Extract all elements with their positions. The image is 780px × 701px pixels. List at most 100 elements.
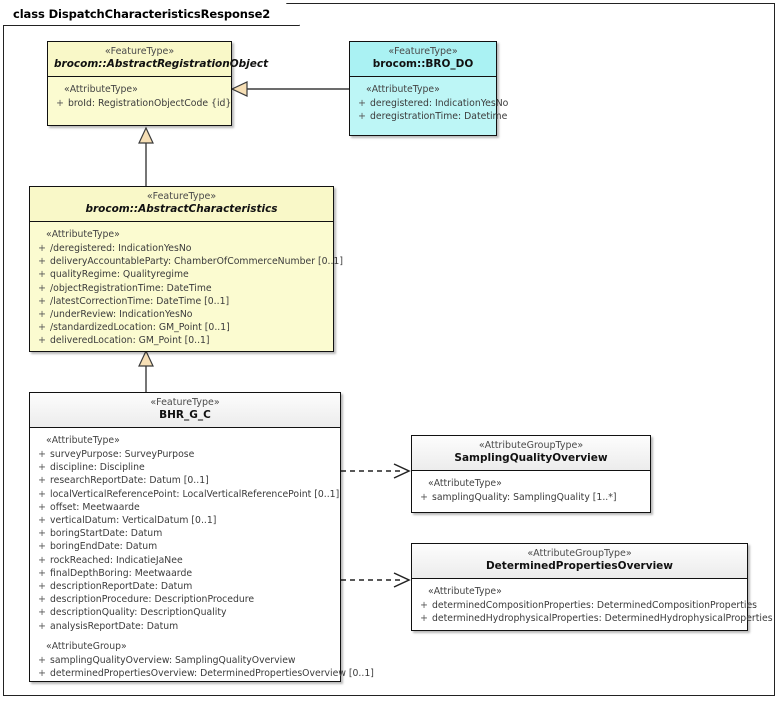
attribute-text: deliveredLocation: GM_Point [0..1] (50, 335, 210, 347)
attribute-row: +/latestCorrectionTime: DateTime [0..1] (34, 295, 329, 308)
class-header: «FeatureType» brocom::AbstractRegistrati… (48, 42, 268, 77)
attribute-row: +boringEndDate: Datum (34, 540, 336, 553)
attribute-text: boringEndDate: Datum (50, 541, 158, 553)
attribute-text: /objectRegistrationTime: DateTime (50, 282, 212, 294)
attribute-text: finalDepthBoring: Meetwaarde (50, 567, 193, 579)
attribute-row: +/standardizedLocation: GM_Point [0..1] (34, 321, 329, 334)
class-header: «FeatureType» brocom::AbstractCharacteri… (30, 187, 333, 222)
attribute-row: +offset: Meetwaarde (34, 501, 336, 514)
attribute-row: + boringStartDate: Datum (34, 527, 336, 540)
class-stereotype: «FeatureType» (150, 397, 220, 408)
attribute-text: qualityRegime: Qualityregime (50, 269, 189, 281)
attribute-text: /latestCorrectionTime: DateTime [0..1] (50, 295, 230, 307)
attribute-row: + deregistered: IndicationYesNo (354, 97, 508, 110)
class-namespace: brocom:: (54, 57, 107, 70)
attribute-visibility: + (38, 243, 46, 254)
attribute-visibility: + (38, 256, 46, 268)
attribute-visibility: + (38, 462, 46, 474)
attribute-visibility: + (38, 654, 46, 666)
attribute-visibility: + (358, 98, 366, 109)
class-stereotype: «FeatureType» (388, 46, 458, 57)
attribute-visibility: + (420, 492, 428, 503)
attribute-row: + /objectRegistrationTime: DateTime (34, 282, 329, 295)
attribute-row: + descriptionQuality: DescriptionQuality (34, 606, 336, 619)
attribute-text: boringStartDate: Datum (50, 528, 163, 540)
attribute-visibility: + (38, 282, 46, 294)
attribute-row: + /underReview: IndicationYesNo (34, 308, 329, 321)
class-namespace: brocom:: (372, 57, 426, 70)
attribute-row: +finalDepthBoring: Meetwaarde (34, 567, 336, 580)
attribute-group-label: «AttributeType» (46, 435, 120, 446)
attribute-text: determinedHydrophysicalProperties: Deter… (432, 613, 773, 625)
attribute-text: descriptionProcedure: DescriptionProcedu… (50, 594, 255, 606)
class-box-bro-do[interactable]: «FeatureType» brocom::BRO_DO «AttributeT… (349, 41, 508, 136)
attribute-visibility: + (358, 111, 366, 123)
attribute-text: descriptionQuality: DescriptionQuality (50, 607, 227, 619)
class-name: SamplingQualityOverview (454, 451, 608, 464)
attribute-row: +discipline: Discipline (34, 461, 336, 474)
attribute-row: +/deregistered: IndicationYesNo (34, 242, 329, 255)
attribute-visibility: + (38, 594, 46, 606)
attribute-text: deregistered: IndicationYesNo (370, 98, 509, 109)
attribute-row: +rockReached: IndicatieJaNee (34, 554, 336, 567)
attribute-row: +qualityRegime: Qualityregime (34, 268, 329, 281)
class-box-abstract-characteristics[interactable]: «FeatureType» brocom::AbstractCharacteri… (29, 186, 343, 354)
attribute-text: rockReached: IndicatieJaNee (50, 554, 183, 566)
class-header: «FeatureType» brocom::BRO_DO (350, 42, 496, 77)
class-stereotype: «AttributeGroupType» (478, 440, 584, 451)
attribute-text: surveyPurpose: SurveyPurpose (50, 449, 195, 460)
attribute-visibility: + (38, 309, 46, 321)
class-stereotype: «FeatureType» (104, 46, 175, 57)
attribute-visibility: + (420, 613, 428, 625)
attribute-visibility: + (420, 600, 428, 611)
diagram-title: class DispatchCharacteristicsResponse2 (13, 7, 271, 21)
class-attribute-compartment: «AttributeType» + deregistered: Indicati… (350, 77, 508, 129)
attribute-text: /underReview: IndicationYesNo (50, 309, 193, 321)
class-box-bhr-g-c[interactable]: «FeatureType» BHR_G_C «AttributeType» +s… (29, 392, 374, 682)
attribute-text: broId: RegistrationObjectCode {id} (68, 98, 232, 109)
attribute-visibility: + (38, 501, 46, 513)
diagram-title-tab: class DispatchCharacteristicsResponse2 (3, 3, 300, 26)
class-name: DeterminedPropertiesOverview (485, 559, 674, 572)
class-attribute-compartment: «AttributeType» +/deregistered: Indicati… (30, 222, 343, 354)
attribute-row: +surveyPurpose: SurveyPurpose (34, 448, 336, 461)
class-attribute-compartment: «AttributeType» +surveyPurpose: SurveyPu… (30, 428, 374, 686)
class-header: «AttributeGroupType» SamplingQualityOver… (412, 436, 650, 471)
attribute-group-label: «AttributeType» (428, 478, 502, 489)
class-box-abstract-registration-object[interactable]: «FeatureType» brocom::AbstractRegistrati… (47, 41, 268, 126)
class-attribute-compartment: «AttributeType» + determinedCompositionPr… (412, 579, 772, 631)
class-attribute-compartment: «AttributeType» + broId: RegistrationObj… (48, 77, 231, 116)
attribute-text: determinedCompositionProperties: Determi… (432, 600, 758, 611)
class-box-determined-properties-overview[interactable]: «AttributeGroupType» DeterminedPropertie… (411, 543, 773, 631)
class-name: brocom::AbstractCharacteristics (85, 202, 278, 215)
attribute-visibility: + (56, 98, 64, 109)
attribute-group-label: «AttributeType» (46, 229, 120, 240)
attribute-text: analysisReportDate: Datum (50, 620, 179, 632)
attribute-row: +samplingQualityOverview: SamplingQualit… (34, 654, 336, 667)
attribute-text: verticalDatum: VerticalDatum [0..1] (50, 515, 217, 527)
class-header: «AttributeGroupType» DeterminedPropertie… (412, 544, 747, 579)
attribute-visibility: + (38, 335, 46, 347)
attribute-text: /standardizedLocation: GM_Point [0..1] (50, 322, 230, 334)
attribute-visibility: + (38, 488, 46, 500)
attribute-row: + determinedCompositionProperties: Determ… (416, 599, 757, 612)
attribute-text: samplingQuality: SamplingQuality [1..*] (432, 492, 617, 503)
attribute-group-label: «AttributeType» (366, 84, 440, 95)
attribute-row: + deregistrationTime: Datetime (354, 110, 507, 123)
attribute-row: + deliveredLocation: GM_Point [0..1] (34, 334, 329, 347)
attribute-visibility: + (38, 607, 46, 619)
attribute-visibility: + (38, 515, 46, 527)
attribute-text: researchReportDate: Datum [0..1] (50, 475, 209, 487)
class-attribute-compartment: «AttributeType» + samplingQuality: Sampli… (412, 471, 650, 510)
class-header: «FeatureType» BHR_G_C (30, 393, 340, 428)
attribute-row: +localVerticalReferencePoint: LocalVerti… (34, 488, 339, 501)
attribute-row: +determinedPropertiesOverview: Determine… (34, 667, 374, 680)
class-box-sampling-quality-overview[interactable]: «AttributeGroupType» SamplingQualityOver… (411, 435, 651, 513)
class-namespace: brocom:: (85, 202, 139, 215)
attribute-group-label: «AttributeType» (428, 586, 502, 597)
attribute-row: +analysisReportDate: Datum (34, 620, 336, 633)
attribute-row: +deliveryAccountableParty: ChamberOfComm… (34, 255, 343, 268)
attribute-visibility: + (38, 528, 46, 540)
attribute-visibility: + (38, 475, 46, 487)
class-name: BHR_G_C (159, 408, 211, 421)
